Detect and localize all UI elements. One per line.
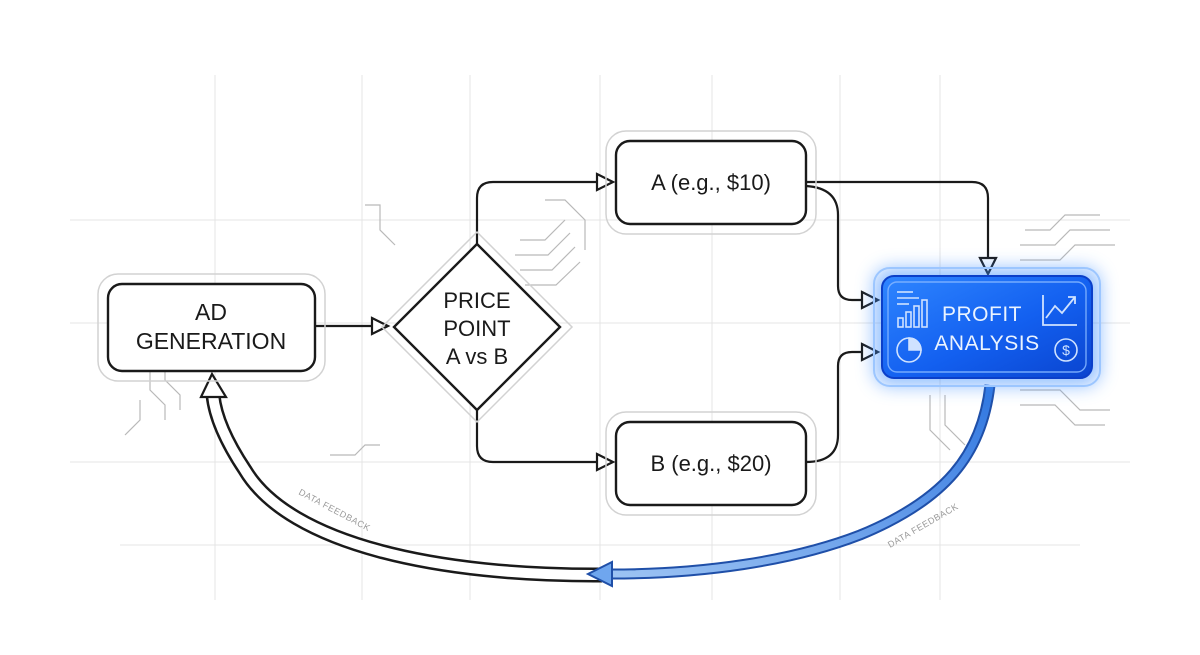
node-option-b-label: B (e.g., $20) xyxy=(650,451,771,476)
svg-text:$: $ xyxy=(1062,342,1070,358)
node-option-b[interactable]: B (e.g., $20) xyxy=(605,411,817,516)
node-price-point[interactable]: PRICE POINT A vs B xyxy=(380,230,574,424)
node-price-point-line3: A vs B xyxy=(446,344,508,369)
bar-chart-icon xyxy=(897,291,928,328)
node-ad-generation-line2: GENERATION xyxy=(136,328,286,354)
line-chart-icon xyxy=(1042,295,1077,326)
node-option-a-label: A (e.g., $10) xyxy=(651,170,771,195)
node-profit-analysis-line1: PROFIT xyxy=(942,303,1022,326)
feedback-label-right: DATA FEEDBACK xyxy=(886,501,960,550)
node-ad-generation-line1: AD xyxy=(195,299,227,325)
feedback-arrow-left xyxy=(199,371,603,583)
circuit-decoration xyxy=(124,199,1115,456)
node-price-point-line1: PRICE xyxy=(443,288,510,313)
connectors xyxy=(315,172,998,472)
node-price-point-line2: POINT xyxy=(443,316,510,341)
node-option-a[interactable]: A (e.g., $10) xyxy=(605,130,817,235)
feedback-arrow-right xyxy=(585,384,996,588)
node-profit-analysis[interactable]: $ PROFIT ANALYSIS xyxy=(873,267,1101,387)
pie-chart-icon xyxy=(896,337,922,363)
node-profit-analysis-line2: ANALYSIS xyxy=(934,332,1039,355)
dollar-icon: $ xyxy=(1054,338,1078,362)
node-ad-generation[interactable]: AD GENERATION xyxy=(97,273,326,382)
